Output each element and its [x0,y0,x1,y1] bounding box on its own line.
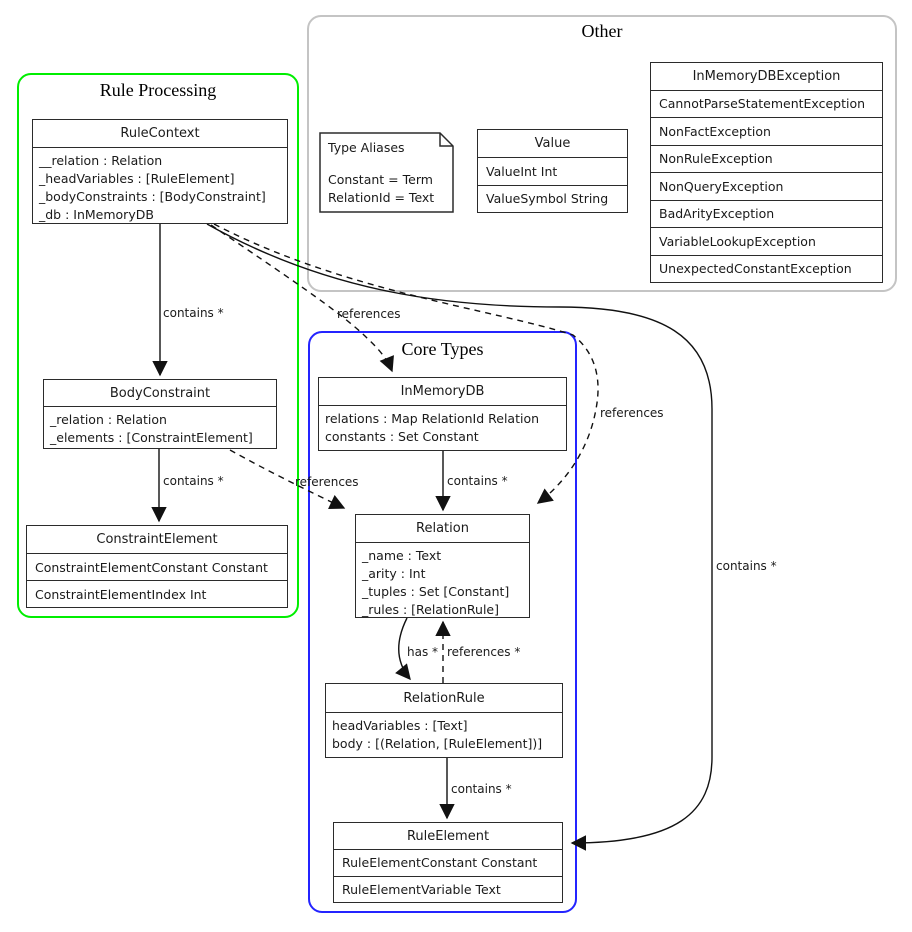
class-name: InMemoryDB [319,378,566,406]
class-inmemorydb: InMemoryDB relations : Map RelationId Re… [318,377,567,451]
edge-label-contains: contains * [163,306,224,320]
edge-rulecontext-ruleelement [206,223,713,851]
class-name: RuleContext [33,120,287,148]
variant-row: ValueSymbol String [478,184,627,213]
attribute: _name : Text [362,548,442,563]
variant-row: VariableLookupException [651,227,882,255]
edge-label-contains: contains * [451,782,512,796]
class-rows: ConstraintElementConstant Constant Const… [27,554,287,607]
variant-row: RuleElementVariable Text [334,875,562,903]
class-relationrule: RelationRule headVariables : [Text] body… [325,683,563,758]
edge-label-contains: contains * [163,474,224,488]
variant-row: RuleElementConstant Constant [342,855,538,871]
attribute: _headVariables : [RuleElement] [39,171,235,186]
class-rows: ValueInt Int ValueSymbol String [478,158,627,212]
edge-rulecontext-inmemorydb [210,224,394,373]
attribute: constants : Set Constant [325,429,479,444]
attribute: _elements : [ConstraintElement] [50,430,253,445]
edge-bodyconstraint-relation [229,449,346,509]
note-type-aliases: Type Aliases Constant = Term RelationId … [328,139,434,207]
edge-label-references: references [295,475,359,489]
attribute: headVariables : [Text] [332,718,468,733]
edge-label-contains: contains * [447,474,508,488]
class-attributes: __relation : Relation _headVariables : [… [33,148,287,228]
edge-label-contains: contains * [716,559,777,573]
attribute: _bodyConstraints : [BodyConstraint] [39,189,266,204]
group-core-types [308,331,577,913]
class-attributes: _name : Text _arity : Int _tuples : Set … [356,543,529,623]
variant-row: ConstraintElementConstant Constant [35,559,268,575]
note-outline [319,132,454,213]
group-other [307,15,897,292]
class-inmemorydbexception: InMemoryDBException CannotParseStatement… [650,62,883,283]
variant-row: CannotParseStatementException [651,89,882,118]
class-constraintelement: ConstraintElement ConstraintElementConst… [26,525,288,608]
attribute: _relation : Relation [50,412,167,427]
note-line: Constant = Term [328,172,433,187]
class-ruleelement: RuleElement RuleElementConstant Constant… [333,822,563,903]
variant-row: BadArityException [651,199,882,228]
note-title: Type Aliases [328,140,405,155]
group-title-core-types: Core Types [401,339,484,359]
class-bodyconstraint: BodyConstraint _relation : Relation _ele… [43,379,277,449]
class-rulecontext: RuleContext __relation : Relation _headV… [32,119,288,224]
variant-row: NonFactException [651,117,882,145]
attribute: _tuples : Set [Constant] [362,584,510,599]
edge-label-references: references [600,406,664,420]
class-rows: InMemoryDBException CannotParseStatement… [651,63,882,282]
class-name: Relation [356,515,529,543]
class-name: BodyConstraint [44,380,276,407]
class-name: ConstraintElement [27,526,287,554]
attribute: _db : InMemoryDB [39,207,154,222]
group-title-other: Other [581,21,623,41]
edge-rulecontext-relation [213,223,599,504]
class-name: InMemoryDBException [692,68,841,84]
class-attributes: headVariables : [Text] body : [(Relation… [326,713,562,757]
attribute: __relation : Relation [39,153,163,168]
group-title-rule-processing: Rule Processing [99,80,217,100]
class-attributes: relations : Map RelationId Relation cons… [319,406,566,450]
variant-row: UnexpectedConstantException [651,254,882,283]
variant-row: NonQueryException [651,172,882,200]
edge-label-references: references [337,307,401,321]
variant-row: ConstraintElementIndex Int [27,580,287,607]
class-name: RuleElement [334,823,562,850]
class-relation: Relation _name : Text _arity : Int _tupl… [355,514,530,618]
class-attributes: _relation : Relation _elements : [Constr… [44,407,276,451]
edge-label-references: references * [447,645,521,659]
class-value: Value ValueInt Int ValueSymbol String [477,129,628,213]
attribute: relations : Map RelationId Relation [325,411,540,426]
class-name: Value [478,130,627,158]
class-name: RelationRule [326,684,562,713]
edge-label-has: has * [407,645,439,659]
edge-relation-relationrule-has [395,617,411,681]
attribute: body : [(Relation, [RuleElement])] [332,736,543,751]
group-rule-processing [17,73,299,618]
note-fold-icon [439,133,453,147]
variant-row: ValueInt Int [486,163,558,179]
attribute: _arity : Int [362,566,426,581]
class-rows: RuleElementConstant Constant RuleElement… [334,850,562,902]
note-line: RelationId = Text [328,190,435,205]
attribute: _rules : [RelationRule] [362,602,499,617]
variant-row: NonRuleException [651,144,882,173]
